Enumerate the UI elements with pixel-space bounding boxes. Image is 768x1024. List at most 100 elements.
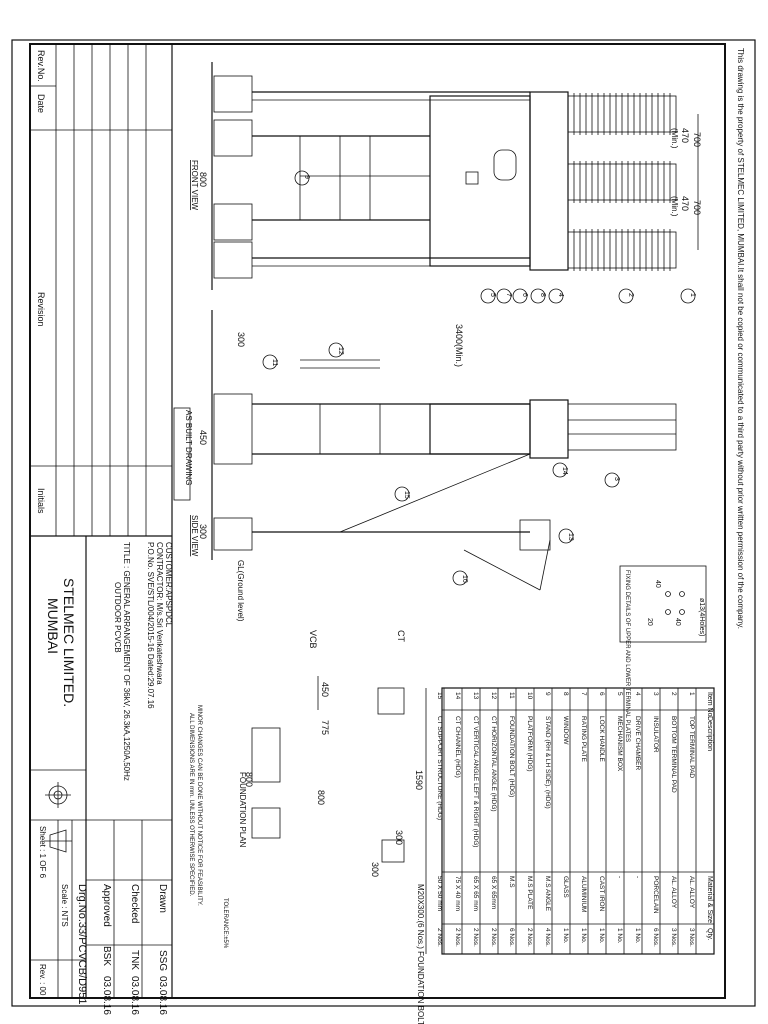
table-cell: 2 (670, 692, 677, 696)
table-cell: 1 No. (634, 928, 641, 944)
table-cell: 15 (436, 692, 443, 700)
front-view: FRONT VIEW (190, 62, 702, 304)
drawn-label: Drawn (157, 884, 168, 913)
initials-header: Initials (36, 488, 46, 514)
svg-text:4: 4 (557, 293, 564, 297)
item-balloon: 15 (394, 486, 410, 502)
drawing-number: Drg.No.33/PCVCB/D951 (76, 884, 88, 1004)
dim-800: 800 (198, 172, 208, 187)
item-balloon: 3 (604, 472, 620, 488)
table-cell: CAST IRON (598, 876, 605, 912)
checked-label: Checked (129, 884, 140, 923)
dim-470a: 470 (680, 128, 690, 143)
table-header-cell: Qty. (706, 928, 713, 940)
table-cell: TOP TERMINAL PAD (688, 716, 695, 778)
ownership-notice: This drawing is the property of STELMEC … (736, 48, 745, 629)
table-cell: 1 (688, 692, 695, 696)
svg-text:5: 5 (489, 293, 496, 297)
table-cell: 13 (472, 692, 479, 700)
dim-450: 450 (198, 430, 208, 445)
svg-text:7: 7 (505, 293, 512, 297)
table-cell: CT CHANNEL (HDG) (454, 716, 461, 778)
table-cell: 1 No. (562, 928, 569, 944)
table-cell: 1 No. (580, 928, 587, 944)
table-cell: FOUNDATION BOLT (HDG) (508, 716, 515, 797)
table-cell: STAND (RH & LH SIDE). (HDG) (544, 716, 551, 809)
item-balloon: 2 (618, 288, 634, 304)
table-cell: 6 (598, 692, 605, 696)
vcb-label: VCB (308, 630, 318, 649)
table-cell: 10 (526, 692, 533, 700)
foundation-plan-label: FOUNDATION PLAN (238, 772, 247, 848)
dim-300a: 300 (236, 332, 246, 347)
insulators (567, 93, 677, 271)
svg-text:2: 2 (627, 293, 634, 297)
fix-40b: 40 (654, 580, 661, 588)
fix-20: 20 (646, 618, 653, 626)
as-built-label: AS BUILT DRAWING (184, 410, 193, 485)
dimensions-note: ALL DIMENSIONS ARE IN mm. UNLESS OTHERWI… (188, 713, 194, 897)
item-balloon: 14 (552, 462, 568, 478)
table-cell: 65 X 65 mm (472, 876, 479, 911)
svg-text:8: 8 (539, 293, 546, 297)
table-cell: CT HORIZONTAL ANGLE (HDG) (490, 716, 497, 812)
table-cell: 4 (634, 692, 641, 696)
table-cell: AL. ALLOY (688, 876, 695, 909)
table-cell: 2 Nos. (436, 928, 443, 947)
minor-changes-note: MINOR CHANGES CAN BE DONE WITHOUT NOTICE… (196, 705, 202, 906)
svg-text:10: 10 (461, 575, 468, 583)
revision-header: Revision (36, 292, 46, 327)
table-cell: 12 (490, 692, 497, 700)
side-view: SIDE VIEW GL(Ground level) 3400(Min.) 30… (173, 310, 677, 622)
table-cell: MECHANISM BOX (616, 716, 623, 772)
rev-no-header: Rev.No. (36, 50, 46, 82)
checked-by: TNK (129, 950, 140, 970)
table-cell: 9 (544, 692, 551, 696)
table-cell: 14 (454, 692, 461, 700)
table-cell: LOCK HANDLE (598, 716, 605, 763)
table-cell: CT SUPPORT STRUCTURE (HDG) (436, 716, 443, 820)
table-cell: 4 Nos. (544, 928, 551, 947)
item-balloon: 4 (548, 288, 564, 304)
dim-700b: 700 (692, 200, 702, 215)
sheet-text: Sheet : 1 OF 6 (38, 826, 47, 879)
scale-text: Scale : NTS (60, 884, 69, 927)
fix-40a: 40 (674, 618, 681, 626)
item-balloon: 7 (496, 288, 512, 304)
fp-775: 775 (320, 720, 330, 735)
fp-300a: 300 (394, 830, 404, 845)
table-cell: 3 Nos. (688, 928, 695, 947)
svg-text:1: 1 (689, 293, 696, 297)
dim-min-b: (Min.) (670, 196, 679, 217)
table-header-cell: Material & Size (706, 876, 713, 923)
title-line1: TITLE : GENERAL ARRANGEMENT OF 36kV, 26.… (122, 542, 131, 781)
svg-text:9: 9 (303, 175, 310, 179)
table-cell: - (634, 876, 641, 878)
rev-text: Rev. : 00 (38, 964, 47, 996)
date-header: Date (36, 94, 46, 113)
customer-text: CUSTOMER:APSPDCL (164, 542, 173, 628)
table-cell: M.S PLATE (526, 876, 533, 910)
table-cell: M.S (508, 876, 515, 888)
table-cell: 8 (562, 692, 569, 696)
table-cell: 1 No. (598, 928, 605, 944)
approved-date: 03.08.16 (101, 976, 112, 1015)
table-cell: 3 Nos. (670, 928, 677, 947)
fp-800a: 800 (244, 772, 254, 787)
revision-block: Rev.No. Date Revision Initials (30, 44, 173, 998)
table-header-cell: Description (706, 716, 713, 751)
holes-label: ø13(4Holes) (698, 598, 705, 637)
fp-800b: 800 (316, 790, 326, 805)
checked-date: 03.08.16 (129, 976, 140, 1015)
approved-by: BSK (101, 946, 112, 966)
foundation-plan: VCB CT 450 775 800 800 1590 300 300 FOUN… (238, 630, 425, 1024)
table-cell: GLASS (562, 876, 569, 898)
dim-470b: 470 (680, 196, 690, 211)
table-cell: BOTTOM TERMINAL PAD (670, 716, 677, 793)
table-cell: 1 No. (616, 928, 623, 944)
table-cell: 6 Nos. (508, 928, 515, 947)
svg-text:11: 11 (271, 359, 278, 366)
table-cell: INSULATOR (652, 716, 659, 753)
